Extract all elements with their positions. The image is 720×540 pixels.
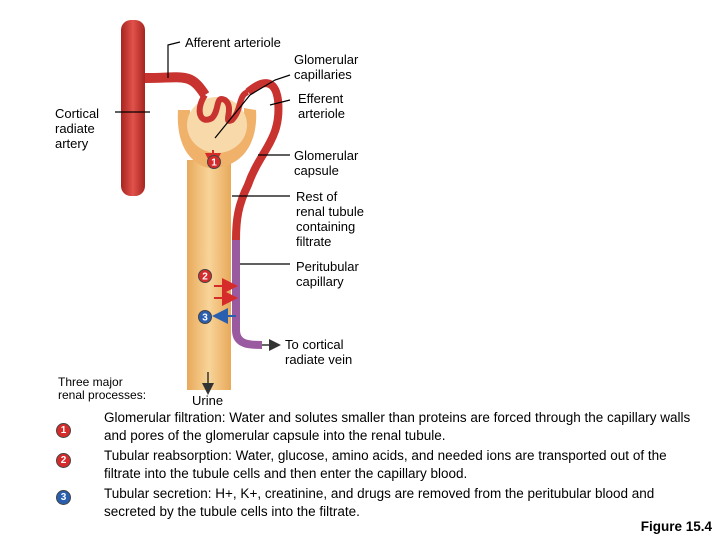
label-glomerular-capillaries: Glomerular capillaries — [294, 52, 359, 82]
marker-1 — [207, 155, 221, 169]
peritubular-capillary-shape — [232, 240, 263, 349]
afferent-arteriole-shape — [144, 72, 210, 98]
process-1-number: 1 — [56, 423, 71, 438]
cortical-radiate-artery-shape — [121, 20, 145, 196]
label-peritubular-capillary: Peritubular capillary — [296, 259, 359, 289]
marker-1-label: 1 — [211, 158, 217, 169]
label-afferent-arteriole: Afferent arteriole — [185, 35, 281, 50]
glomerular-capsule-shape — [177, 108, 257, 168]
process-1-text: Glomerular filtration: Water and solutes… — [104, 410, 691, 443]
process-2-number: 2 — [56, 453, 71, 468]
figure-label: Figure 15.4 — [640, 519, 712, 534]
marker-3 — [198, 310, 212, 324]
marker-3-label: 3 — [202, 313, 208, 324]
label-cortical-radiate-artery: Cortical radiate artery — [55, 106, 100, 151]
label-rest-of-tubule: Rest of renal tubule containing filtrate — [296, 189, 364, 249]
process-3-number: 3 — [56, 490, 71, 505]
label-glomerular-capsule: Glomerular capsule — [294, 148, 359, 178]
label-urine: Urine — [192, 393, 224, 408]
label-three-processes: Three major renal processes: — [58, 375, 147, 402]
process-3-text: Tubular secretion: H+, K+, creatinine, a… — [104, 486, 655, 519]
efferent-arteriole-shape — [232, 79, 283, 241]
label-to-cortical-vein: To cortical radiate vein — [285, 337, 353, 367]
marker-2 — [198, 269, 212, 283]
process-2-text: Tubular reabsorption: Water, glucose, am… — [104, 448, 667, 481]
marker-2-label: 2 — [202, 272, 208, 283]
label-efferent-arteriole: Efferent arteriole — [298, 91, 345, 121]
